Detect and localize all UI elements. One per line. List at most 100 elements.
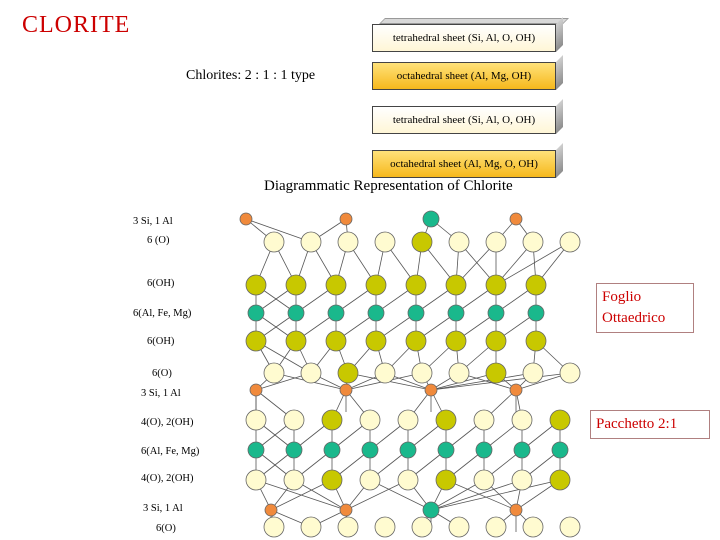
row-label-si-al-3: 3 Si, 1 Al	[143, 503, 183, 514]
oxygen-atom	[263, 231, 285, 253]
oxygen-atom	[448, 362, 470, 384]
silicon-atom	[424, 383, 438, 397]
silicon-atom	[509, 383, 523, 397]
oxygen-atom	[448, 231, 470, 253]
chlorite-type-label: Chlorites: 2 : 1 : 1 type	[186, 68, 316, 83]
oxygen-atom	[559, 516, 581, 538]
bond-line	[369, 479, 432, 511]
row-label-si-al-1: 3 Si, 1 Al	[133, 216, 173, 227]
oxygen-atom	[522, 231, 544, 253]
bond-line	[430, 479, 523, 511]
oxygen-atom	[283, 409, 305, 431]
hydroxyl-atom	[285, 274, 307, 296]
oxygen-atom	[337, 516, 359, 538]
row-label-cations-1: 6(Al, Fe, Mg)	[133, 308, 192, 319]
oxygen-atom	[511, 409, 533, 431]
hydroxyl-atom	[245, 330, 267, 352]
bond-line	[495, 241, 571, 286]
hydroxyl-atom	[485, 330, 507, 352]
bond-line	[430, 372, 534, 391]
oxygen-atom	[263, 362, 285, 384]
hydroxyl-atom	[365, 274, 387, 296]
octahedral-cation-atom	[527, 304, 545, 322]
octahedral-cation-atom	[437, 441, 455, 459]
row-label-o-oh-2: 4(O), 2(OH)	[141, 473, 194, 484]
silicon-atom	[239, 212, 253, 226]
bond-line	[445, 479, 517, 511]
row-label-cations-2: 6(Al, Fe, Mg)	[141, 446, 200, 457]
oxygen-atom	[300, 516, 322, 538]
tetrahedral-sheet-top: tetrahedral sheet (Si, Al, O, OH)	[372, 24, 556, 52]
hydroxyl-atom	[549, 469, 571, 491]
octahedral-cation-atom	[513, 441, 531, 459]
octahedral-cation-atom	[287, 304, 305, 322]
oxygen-atom	[283, 469, 305, 491]
oxygen-atom	[397, 409, 419, 431]
silicon-atom	[339, 503, 353, 517]
octahedral-cation-atom	[367, 304, 385, 322]
hydroxyl-atom	[337, 362, 359, 384]
silicon-atom	[509, 212, 523, 226]
oxygen-atom	[245, 409, 267, 431]
hydroxyl-atom	[285, 330, 307, 352]
octahedral-cation-atom	[327, 304, 345, 322]
hydroxyl-atom	[435, 409, 457, 431]
hydroxyl-atom	[445, 274, 467, 296]
octahedral-cation-atom	[247, 441, 265, 459]
oxygen-atom	[411, 516, 433, 538]
octahedral-cation-atom	[487, 304, 505, 322]
silicon-atom	[339, 212, 353, 226]
oxygen-atom	[374, 231, 396, 253]
oxygen-atom	[397, 469, 419, 491]
hydroxyl-atom	[485, 274, 507, 296]
octahedral-cation-atom	[285, 441, 303, 459]
hydroxyl-atom	[435, 469, 457, 491]
oxygen-atom	[485, 516, 507, 538]
octahedral-cation-atom	[361, 441, 379, 459]
oxygen-atom	[263, 516, 285, 538]
oxygen-atom	[245, 469, 267, 491]
bond-line	[255, 340, 312, 374]
oxygen-atom	[359, 469, 381, 491]
oxygen-atom	[511, 469, 533, 491]
hydroxyl-atom	[325, 330, 347, 352]
octahedral-cation-atom	[399, 441, 417, 459]
silicon-atom	[249, 383, 263, 397]
callout-octahedral-sheet: Foglio Ottaedrico	[596, 283, 694, 333]
hydroxyl-atom	[485, 362, 507, 384]
hydroxyl-atom	[411, 231, 433, 253]
hydroxyl-atom	[365, 330, 387, 352]
slide-title: CLORITE	[22, 12, 131, 38]
octahedral-cation-atom	[475, 441, 493, 459]
row-label-o-oh-1: 4(O), 2(OH)	[141, 417, 194, 428]
octahedral-sheet-upper: octahedral sheet (Al, Mg, OH)	[372, 62, 556, 90]
row-label-o-1: 6 (O)	[147, 235, 170, 246]
hydroxyl-atom	[245, 274, 267, 296]
bond-line	[270, 479, 333, 511]
bond-line	[245, 218, 312, 243]
oxygen-atom	[300, 231, 322, 253]
oxygen-atom	[300, 362, 322, 384]
hydroxyl-atom	[525, 330, 547, 352]
oxygen-atom	[559, 231, 581, 253]
oxygen-atom	[359, 409, 381, 431]
bond-line	[345, 479, 409, 511]
tetrahedral-sheet-middle: tetrahedral sheet (Si, Al, O, OH)	[372, 106, 556, 134]
octahedral-sheet-lower: octahedral sheet (Al, Mg, O, OH)	[372, 150, 556, 178]
hydroxyl-atom	[549, 409, 571, 431]
oxygen-atom	[473, 469, 495, 491]
row-label-o-2: 6(O)	[152, 368, 172, 379]
oxygen-atom	[411, 362, 433, 384]
octahedral-cation-atom	[422, 210, 440, 228]
octahedral-cation-atom	[323, 441, 341, 459]
hydroxyl-atom	[325, 274, 347, 296]
octahedral-cation-atom	[247, 304, 265, 322]
oxygen-atom	[473, 409, 495, 431]
row-label-oh-1: 6(OH)	[147, 278, 175, 289]
hydroxyl-atom	[405, 274, 427, 296]
hydroxyl-atom	[321, 409, 343, 431]
row-label-o-3: 6(O)	[156, 523, 176, 534]
octahedral-cation-atom	[551, 441, 569, 459]
oxygen-atom	[337, 231, 359, 253]
